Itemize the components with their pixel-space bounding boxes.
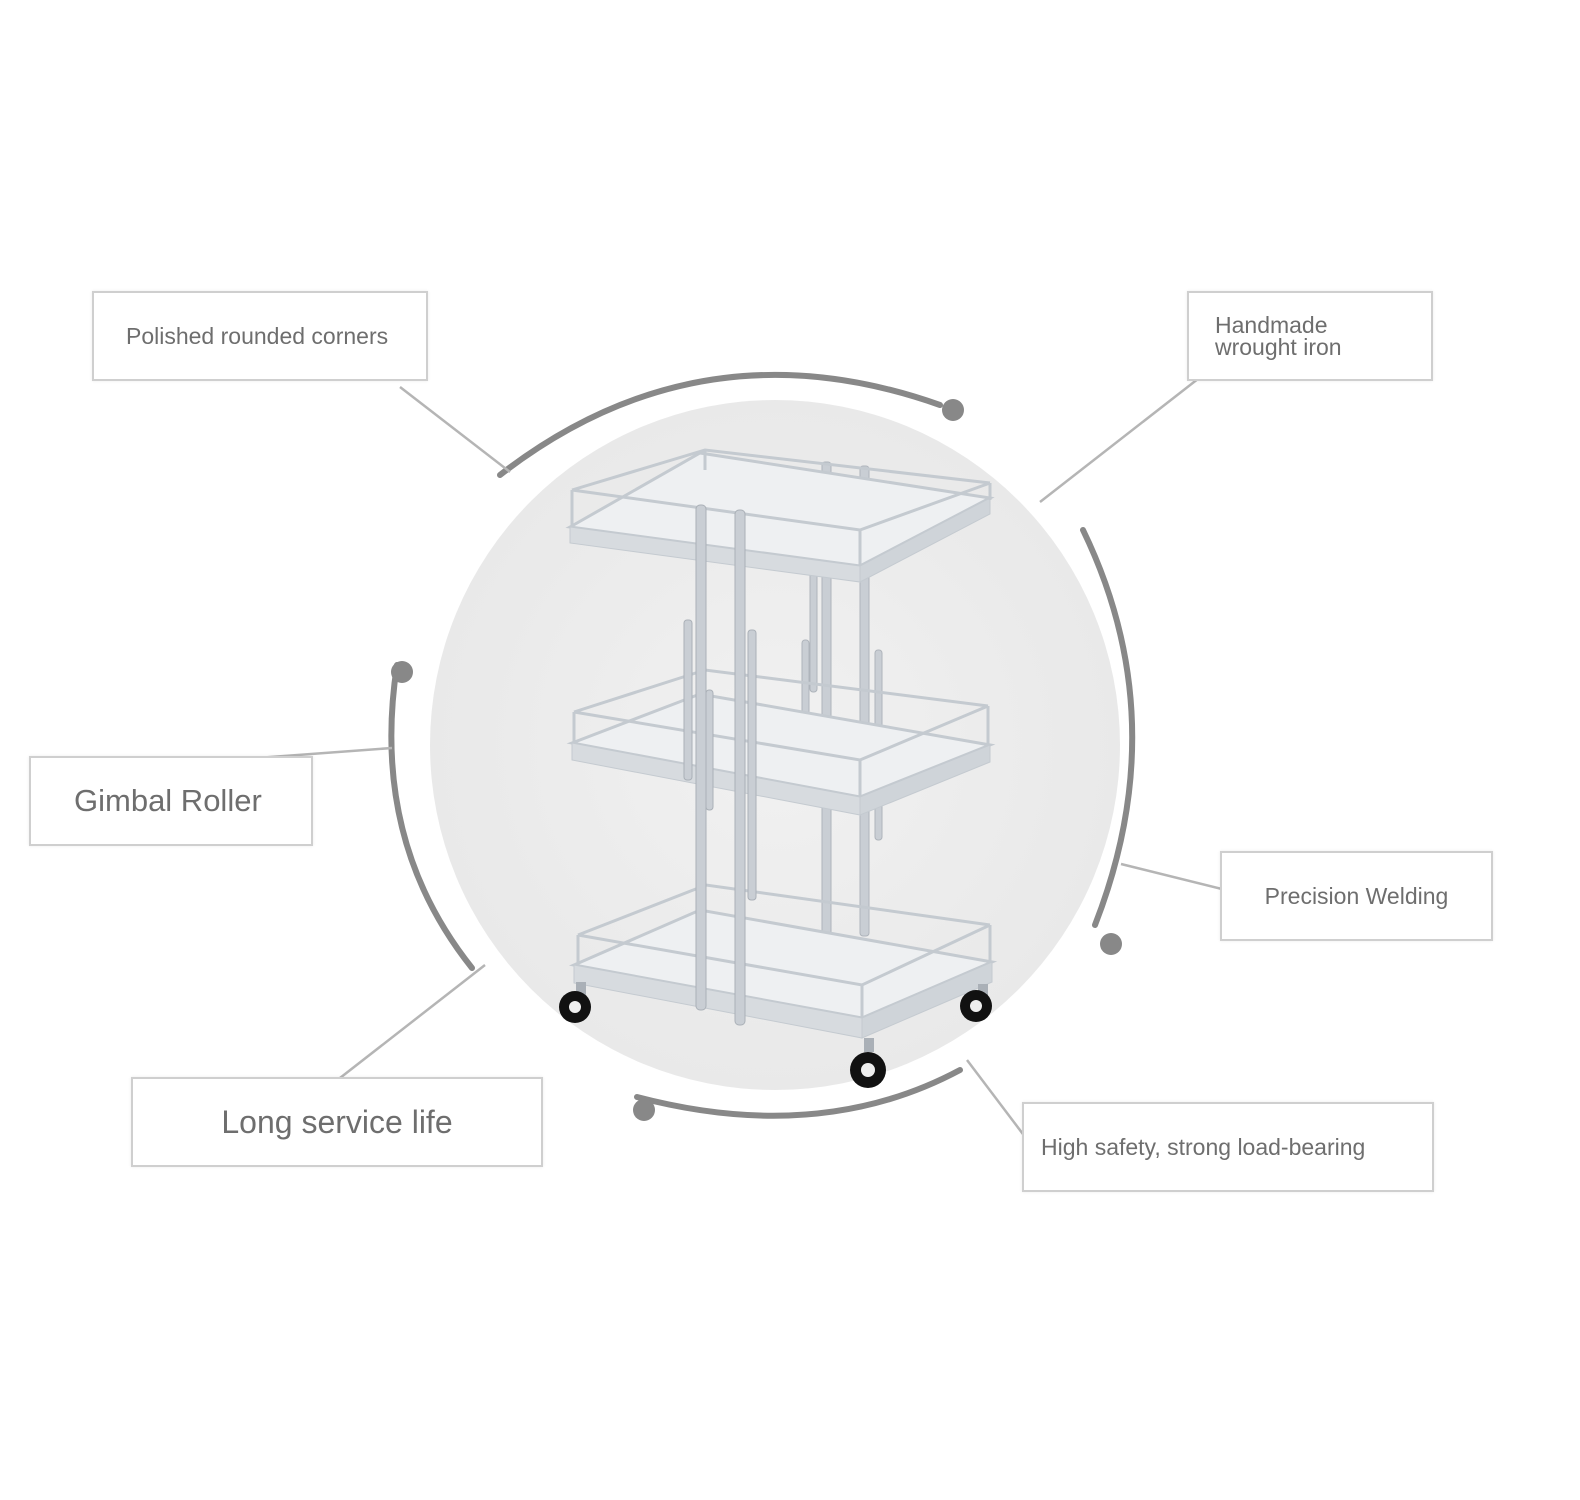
arc-dot-left — [391, 661, 413, 683]
cart-middle-shelf — [566, 668, 996, 816]
cart-illustration — [559, 448, 998, 1088]
label-text: Polished rounded corners — [126, 322, 389, 349]
arc-dot-top — [942, 399, 964, 421]
arc-dot-right — [1100, 933, 1122, 955]
cart-front-posts — [683, 504, 757, 1026]
leader-long-life — [321, 964, 486, 1093]
leader-polished — [399, 386, 511, 473]
label-text: High safety, strong load-bearing — [1041, 1133, 1366, 1160]
cart-wheels — [559, 982, 992, 1088]
label-text: Precision Welding — [1264, 882, 1449, 909]
wheel-icon — [960, 984, 992, 1022]
arc-group — [388, 371, 1136, 1119]
wheel-icon — [559, 982, 591, 1023]
label-gimbal-roller: Gimbal Roller — [29, 756, 313, 846]
leader-handmade — [1039, 374, 1204, 503]
arc-dot-bottom — [633, 1099, 655, 1121]
label-text: Gimbal Roller — [74, 783, 262, 818]
label-text: Handmade wrought iron — [1215, 312, 1342, 360]
label-handmade-wrought-iron: Handmade wrought iron — [1187, 291, 1433, 381]
cart-top-shelf — [565, 448, 995, 583]
label-text: Long service life — [221, 1103, 453, 1140]
label-long-service-life: Long service life — [131, 1077, 543, 1167]
label-precision-welding: Precision Welding — [1220, 851, 1493, 941]
leader-precision — [1120, 862, 1239, 895]
arc-dot-group — [391, 399, 1122, 1121]
arc-top — [497, 371, 943, 478]
cart-bottom-shelf — [568, 883, 998, 1039]
arc-right — [1080, 527, 1136, 928]
arc-left — [388, 662, 475, 971]
arc-bottom — [634, 1067, 963, 1119]
label-high-safety: High safety, strong load-bearing — [1022, 1102, 1434, 1192]
wheel-icon — [850, 1038, 886, 1088]
label-polished-rounded-corners: Polished rounded corners — [92, 291, 428, 381]
